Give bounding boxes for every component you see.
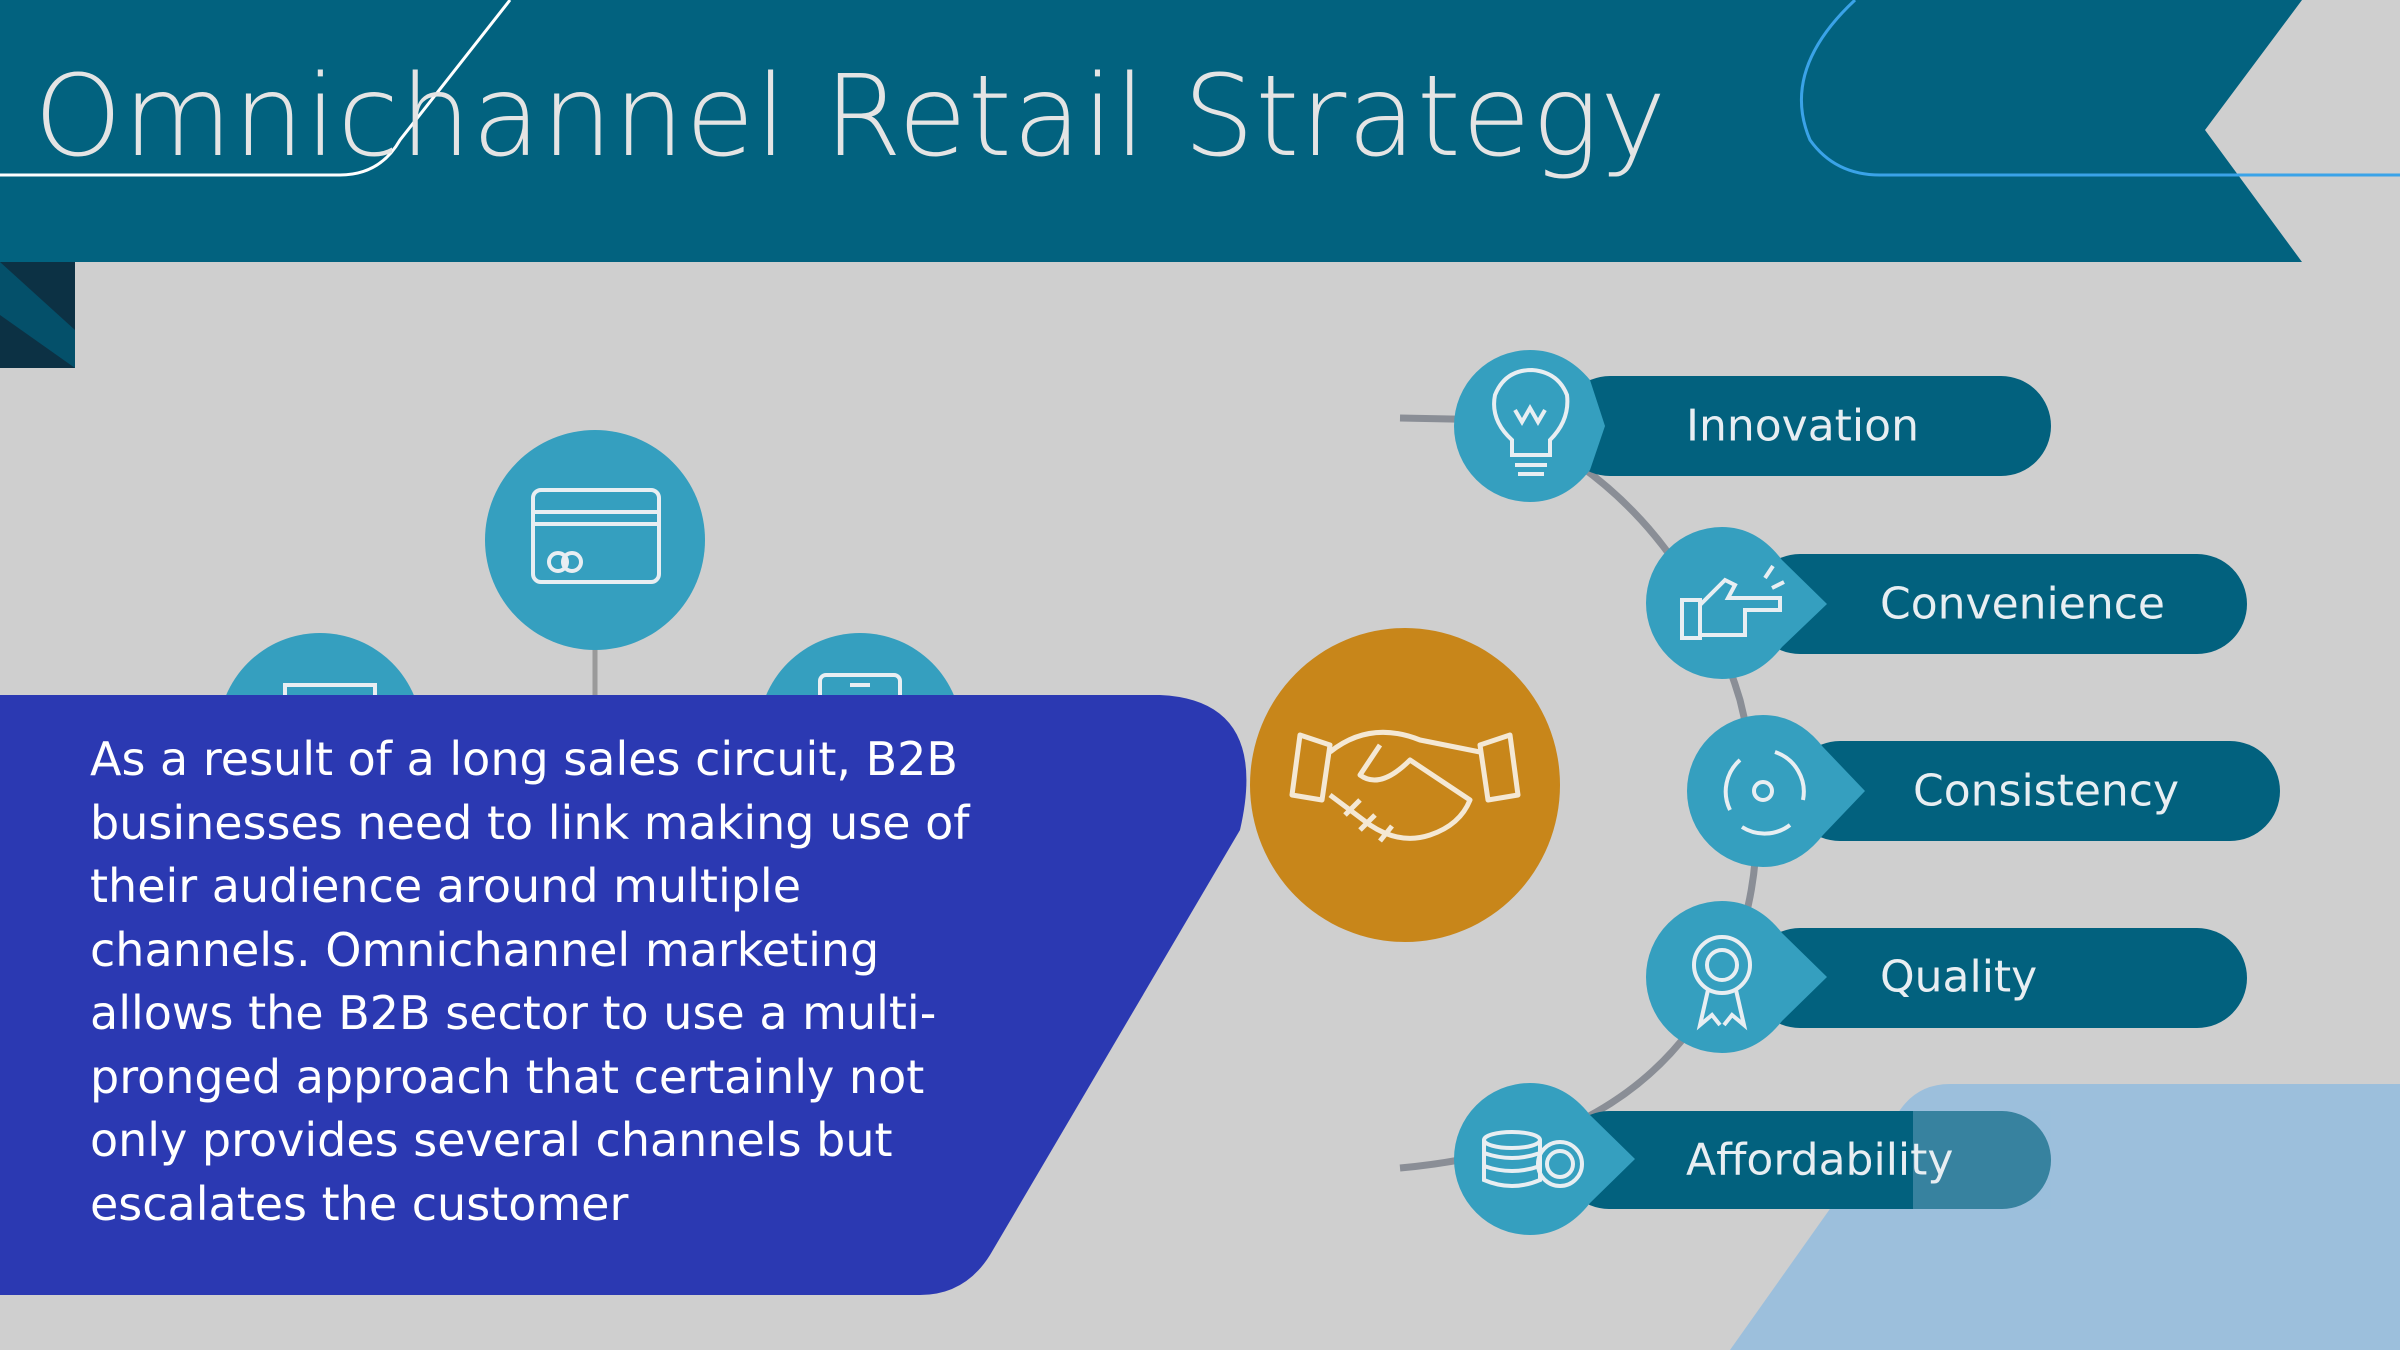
pillar-label-innovation: Innovation	[1686, 400, 1919, 452]
pillar-pills	[1560, 376, 2280, 1209]
center-circle	[1250, 628, 1560, 942]
channel-circle-card	[485, 430, 705, 650]
pointing-hand-icon	[1680, 564, 1785, 640]
pillar-label-affordability: Affordability	[1686, 1134, 1954, 1186]
cycle-arrows-icon	[1723, 750, 1806, 836]
text-box	[0, 695, 1247, 1295]
pillar-label-quality: Quality	[1880, 951, 2038, 1003]
banner-white-curve	[0, 0, 512, 177]
handshake-icon	[1289, 729, 1521, 843]
pillar-label-consistency: Consistency	[1913, 765, 2180, 817]
title-banner	[0, 0, 2302, 262]
pillar-circles	[1454, 350, 1865, 1235]
award-ribbon-icon	[1692, 935, 1752, 1031]
slide-title: Omnichannel Retail Strategy	[34, 52, 1668, 182]
credit-card-icon	[531, 488, 661, 584]
lightbulb-icon	[1492, 367, 1570, 476]
pillar-label-convenience: Convenience	[1880, 578, 2165, 630]
body-text: As a result of a long sales circuit, B2B…	[90, 732, 970, 1231]
coins-icon	[1482, 1130, 1584, 1188]
banner-blue-curve	[1799, 0, 2400, 177]
